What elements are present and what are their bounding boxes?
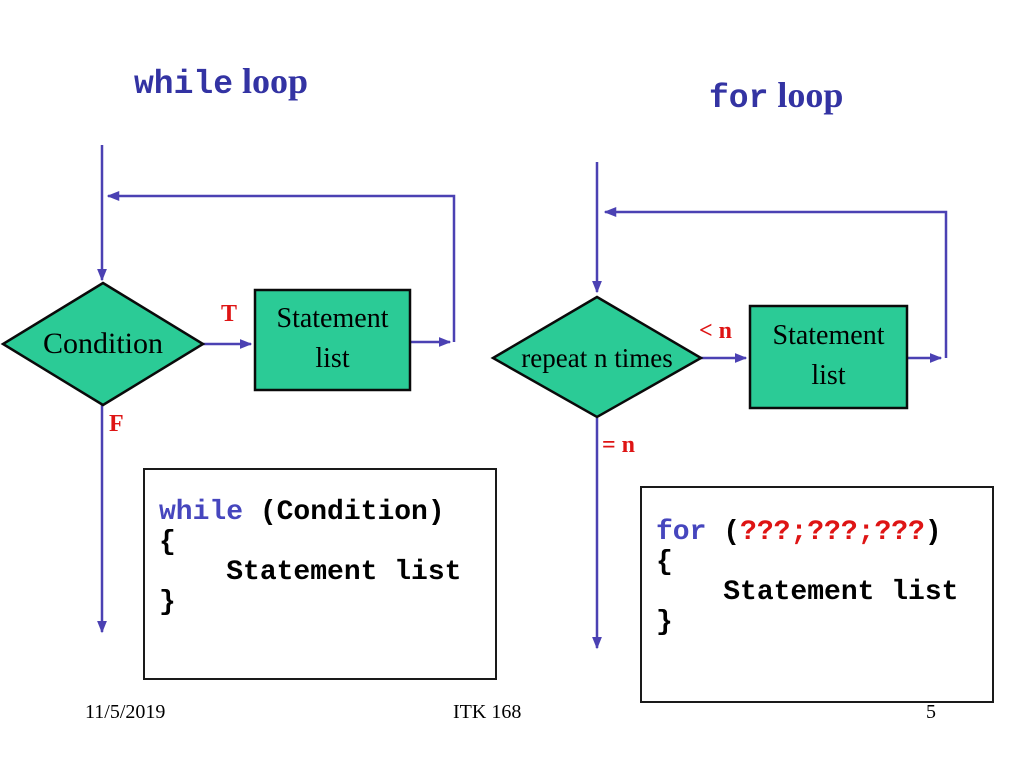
while-flowchart [0,145,456,634]
while-title-keyword: while [134,66,234,103]
for-statement-line2: list [811,360,846,391]
while-title-rest: loop [233,61,309,101]
while-statement-label: Statement list [255,299,410,379]
for-loopback-line [603,207,948,358]
for-loop-title: for loop [701,56,843,117]
for-code-line1: for (???;???;???) [656,518,992,548]
for-code-box: for (???;???;???) { Statement list } [640,486,994,703]
for-title-rest: loop [768,75,844,115]
while-statement-line2: list [315,343,350,374]
for-statement-line1: Statement [772,320,885,351]
while-code-line3: Statement list [159,557,462,588]
for-false-branch-label: = n [602,432,636,458]
while-statement-line1: Statement [276,303,389,334]
for-code-line4: } [656,607,673,638]
while-false-branch-label: F [109,411,124,437]
for-statement-label: Statement list [750,316,907,396]
while-code-keyword: while [159,497,244,528]
while-code-box: while (Condition) { Statement list } [143,468,497,680]
footer-page-number: 5 [926,701,936,723]
for-title-keyword: for [709,80,769,117]
while-loop-title: while loop [126,42,308,103]
for-code-keyword: for [656,517,707,548]
for-condition-label: repeat n times [521,343,673,373]
for-code-line2: { [656,547,673,578]
while-statement-box [253,288,412,392]
for-code-close-paren: ) [924,517,942,548]
for-code-line3: Statement list [656,577,959,608]
while-loopback-line [106,191,456,342]
while-condition-diamond [0,281,206,407]
while-code-line4: } [159,587,176,618]
for-code-open-paren: ( [706,517,741,548]
for-code-placeholders: ???;???;??? [740,517,925,548]
for-flowchart [490,162,948,650]
footer-course: ITK 168 [453,701,522,723]
footer-date: 11/5/2019 [85,701,166,723]
while-code-line2: { [159,527,176,558]
while-condition-label: Condition [42,327,163,360]
for-true-branch-label: < n [699,318,733,344]
for-statement-box [748,304,909,410]
for-condition-diamond [490,295,704,419]
while-code-line1-rest: (Condition) [243,497,445,528]
while-code-line1: while (Condition) [159,498,495,528]
while-true-branch-label: T [221,301,238,327]
